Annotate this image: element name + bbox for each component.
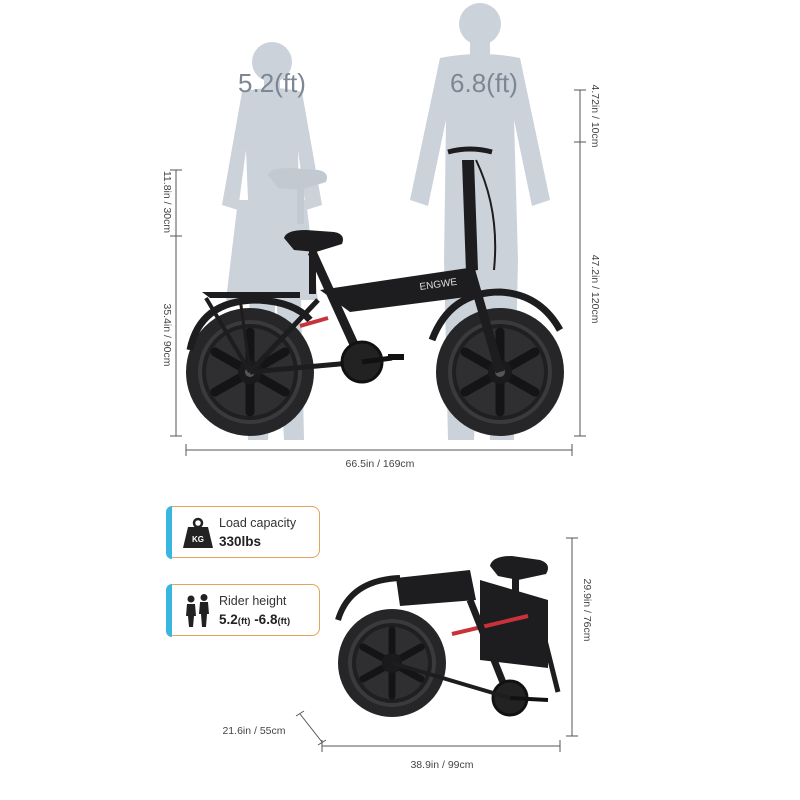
total-height-dim: 47.2in / 120cm	[589, 255, 601, 324]
rider-height-card: Rider height 5.2(ft) -6.8(ft)	[165, 583, 320, 637]
seat	[284, 230, 343, 252]
rider-height-label: Rider height	[219, 594, 287, 608]
load-capacity-value: 330lbs	[219, 534, 262, 549]
folded-frame	[480, 580, 548, 668]
top-dimensions	[170, 89, 586, 456]
frame-main	[320, 268, 474, 312]
folded-dimensions	[295, 537, 578, 752]
seat-height-dim: 35.4in / 90cm	[161, 303, 173, 366]
card-accent	[165, 583, 172, 637]
folded-length-dim: 38.9in / 99cm	[410, 759, 473, 771]
folded-rack	[396, 570, 476, 606]
length-dim: 66.5in / 169cm	[346, 458, 415, 470]
folded-height-dim: 29.9in / 76cm	[581, 578, 593, 641]
folded-bike	[338, 556, 561, 717]
frame-brand: ENGWE	[419, 277, 458, 293]
left-height-label: 5.2(ft)	[238, 68, 306, 98]
weight-icon: KG	[183, 517, 213, 548]
load-capacity-label: Load capacity	[219, 516, 297, 530]
seat-adjust-dim: 11.8in / 30cm	[161, 171, 173, 234]
right-height-label: 6.8(ft)	[450, 68, 518, 98]
people-icon	[186, 594, 209, 627]
rider-max-unit: (ft)	[277, 616, 291, 627]
handlebar-adjust-dim: 4.72in / 10cm	[589, 84, 601, 147]
rear-rack	[202, 292, 300, 298]
rider-min-unit: (ft)	[237, 616, 251, 627]
unfolded-bike: ENGWE	[186, 146, 564, 436]
folded-width-dim: 21.6in / 55cm	[222, 725, 285, 737]
load-capacity-card: KG Load capacity 330lbs	[165, 505, 320, 559]
rider-min-value: 5.2	[219, 612, 238, 627]
card-accent	[165, 505, 172, 559]
folded-seat	[490, 556, 548, 580]
rider-max-value: -6.8	[250, 612, 278, 627]
weight-icon-text: KG	[192, 535, 204, 544]
raised-seat-ghost	[268, 168, 327, 224]
rider-height-value: 5.2(ft) -6.8(ft)	[219, 612, 290, 627]
handlebar	[447, 146, 493, 155]
